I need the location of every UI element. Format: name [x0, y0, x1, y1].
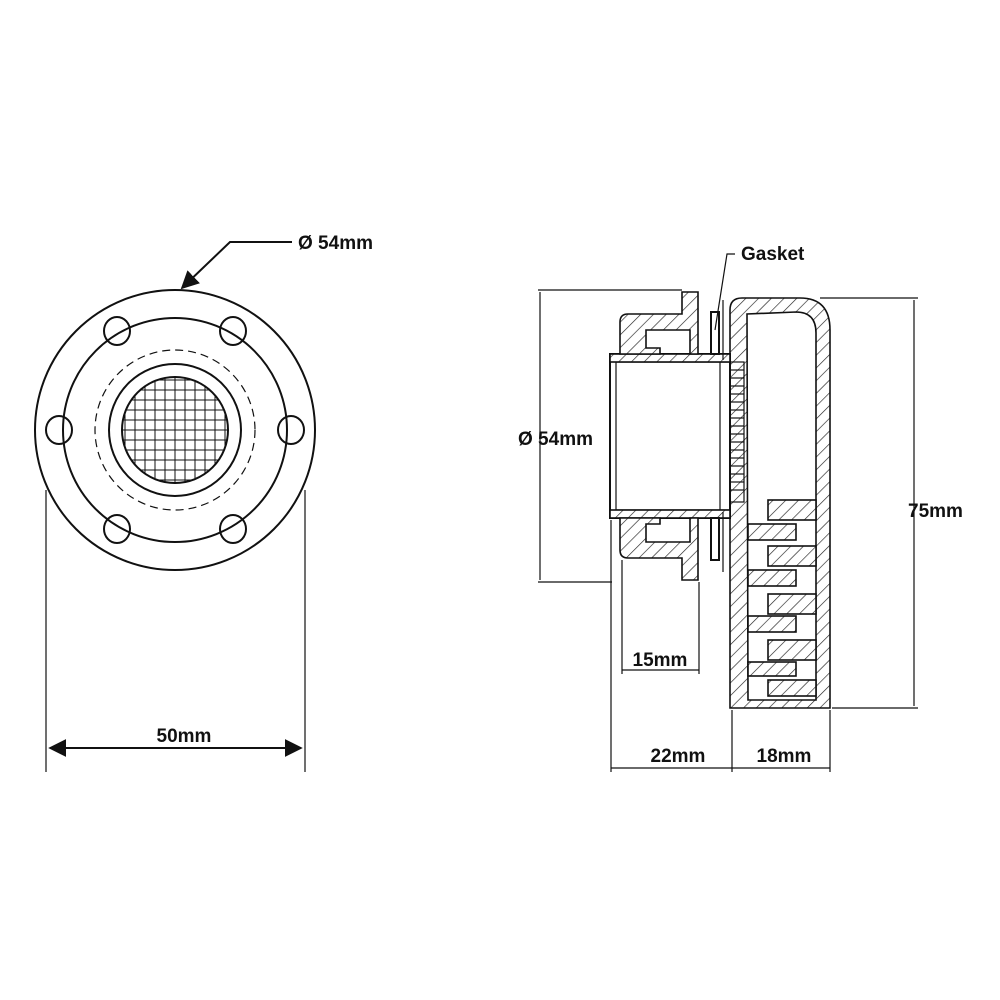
body-depth-label: 22mm — [651, 746, 706, 767]
inner-sleeve — [108, 363, 242, 497]
front-diameter-label: Ø 54mm — [298, 233, 373, 254]
hidden-bore — [94, 349, 256, 511]
front-width-label: 50mm — [157, 726, 212, 747]
bolt-hole — [103, 316, 131, 346]
bolt-hole — [219, 316, 247, 346]
bolt-ring — [62, 317, 288, 543]
height-label: 75mm — [908, 501, 963, 522]
gasket-leader — [714, 253, 735, 331]
outer-flange — [34, 289, 316, 571]
bolt-hole — [219, 514, 247, 544]
gasket-label: Gasket — [741, 244, 805, 265]
side-view: Gasket Ø 54mm 75mm 15mm 22mm 18mm — [518, 244, 963, 772]
baffle-fins — [747, 499, 817, 697]
gasket-top — [710, 311, 720, 355]
sleeve-tube — [609, 353, 731, 519]
gasket-bottom — [710, 517, 720, 561]
bottom-nut — [619, 517, 699, 581]
nut-depth-label: 15mm — [633, 650, 688, 671]
bolt-hole — [45, 415, 73, 445]
cover-depth-label: 18mm — [757, 746, 812, 767]
diameter-leader — [180, 241, 292, 290]
top-nut — [619, 291, 699, 355]
front-view: Ø 54mm 50mm — [34, 233, 373, 772]
side-diameter-label: Ø 54mm — [518, 429, 593, 450]
bolt-hole — [277, 415, 305, 445]
cover-shell — [729, 297, 831, 709]
mesh-grille — [122, 377, 228, 483]
bolt-hole — [103, 514, 131, 544]
